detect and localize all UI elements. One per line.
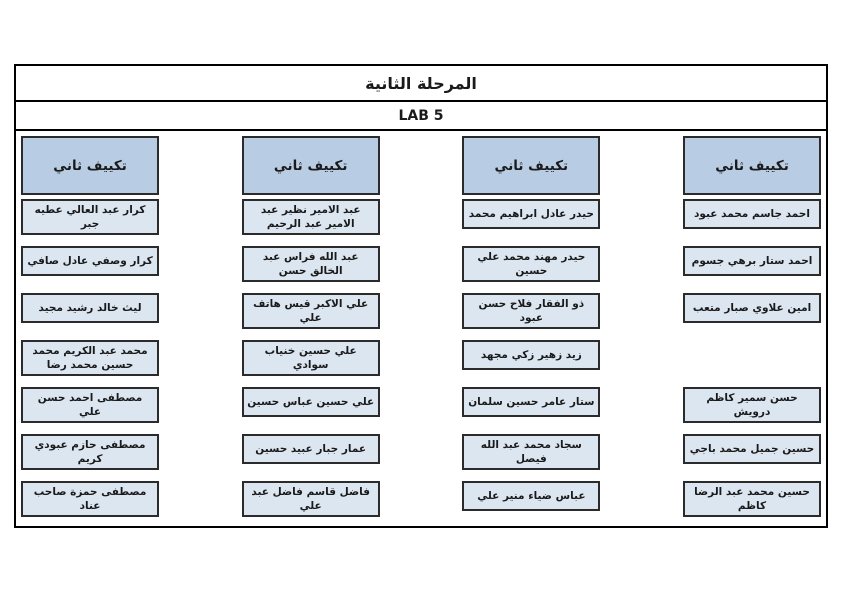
student-name-box: عبد الله فراس عبد الخالق حسن bbox=[241, 246, 380, 283]
student-slot: حسن سمير كاظم درويش bbox=[683, 387, 821, 434]
student-slot: امين علاوي صبار متعب bbox=[683, 293, 821, 340]
student-name-box: ستار عامر حسين سلمان bbox=[462, 387, 601, 417]
student-name-box: حيدر عادل ابراهيم محمد bbox=[462, 199, 601, 229]
student-slot: فاضل قاسم فاضل عبد علي bbox=[241, 481, 380, 528]
student-slot: مصطفى احمد حسن علي bbox=[21, 387, 160, 434]
group-header: تكييف ثاني bbox=[241, 136, 380, 195]
student-slot: كرار وصفي عادل صافي bbox=[21, 246, 160, 293]
student-slot: عباس ضياء منير علي bbox=[462, 481, 601, 528]
student-slot bbox=[683, 340, 821, 387]
student-name-box: فاضل قاسم فاضل عبد علي bbox=[241, 481, 380, 518]
student-slot: حيدر عادل ابراهيم محمد bbox=[462, 199, 601, 246]
student-name-box: حسين محمد عبد الرضا كاظم bbox=[683, 481, 821, 518]
student-name-box: كرار وصفي عادل صافي bbox=[21, 246, 160, 276]
student-slot: علي حسين خنياب سوادي bbox=[241, 340, 380, 387]
student-name-box: سجاد محمد عبد الله فيصل bbox=[462, 434, 601, 471]
student-slot: كرار عبد العالي عطيه جبر bbox=[21, 199, 160, 246]
student-name-box: حيدر مهند محمد علي حسين bbox=[462, 246, 601, 283]
student-slot: احمد جاسم محمد عبود bbox=[683, 199, 821, 246]
group-column-4: تكييف ثاني كرار عبد العالي عطيه جبر كرار و… bbox=[21, 136, 160, 528]
student-slot: حيدر مهند محمد علي حسين bbox=[462, 246, 601, 293]
student-slot: احمد ستار برهي جسوم bbox=[683, 246, 821, 293]
student-slot: عبد الله فراس عبد الخالق حسن bbox=[241, 246, 380, 293]
student-name-box: علي حسين عباس حسين bbox=[241, 387, 380, 417]
student-slot: ستار عامر حسين سلمان bbox=[462, 387, 601, 434]
schedule-table: المرحلة الثانية LAB 5 تكييف ثاني احمد جاس… bbox=[14, 64, 828, 528]
student-name-box: عبد الامير نظير عبد الامير عبد الرحيم bbox=[241, 199, 380, 236]
student-slot: حسين محمد عبد الرضا كاظم bbox=[683, 481, 821, 528]
group-column-3: تكييف ثاني عبد الامير نظير عبد الامير عبد… bbox=[241, 136, 380, 528]
page-title: المرحلة الثانية bbox=[16, 66, 826, 102]
group-header: تكييف ثاني bbox=[21, 136, 160, 195]
student-name-box: عمار جبار عبيد حسين bbox=[241, 434, 380, 464]
student-slot: علي الاكبر قيس هاتف علي bbox=[241, 293, 380, 340]
student-name-box: كرار عبد العالي عطيه جبر bbox=[21, 199, 160, 236]
student-name-box: امين علاوي صبار متعب bbox=[683, 293, 821, 323]
group-column-1: تكييف ثاني احمد جاسم محمد عبود احمد ستار ب… bbox=[683, 136, 821, 528]
student-name-box: مصطفى حمزة صاحب عناد bbox=[21, 481, 160, 518]
student-name-box: احمد جاسم محمد عبود bbox=[683, 199, 821, 229]
student-slot: مصطفى حمزة صاحب عناد bbox=[21, 481, 160, 528]
student-name-box: مصطفى حازم عبودي كريم bbox=[21, 434, 160, 471]
lab-title: LAB 5 bbox=[16, 102, 826, 131]
student-name-box: حسن سمير كاظم درويش bbox=[683, 387, 821, 424]
groups: تكييف ثاني احمد جاسم محمد عبود احمد ستار ب… bbox=[16, 131, 826, 528]
student-slot: علي حسين عباس حسين bbox=[241, 387, 380, 434]
group-header: تكييف ثاني bbox=[462, 136, 601, 195]
student-name-box: احمد ستار برهي جسوم bbox=[683, 246, 821, 276]
student-name-box: علي حسين خنياب سوادي bbox=[241, 340, 380, 377]
student-slot: مصطفى حازم عبودي كريم bbox=[21, 434, 160, 481]
student-name-box: ذو الفقار فلاح حسن عبود bbox=[462, 293, 601, 330]
student-name-box: محمد عبد الكريم محمد حسين محمد رضا bbox=[21, 340, 160, 377]
student-name-box: حسين جميل محمد باجي bbox=[683, 434, 821, 464]
student-slot: حسين جميل محمد باجي bbox=[683, 434, 821, 481]
student-slot: عمار جبار عبيد حسين bbox=[241, 434, 380, 481]
group-column-2: تكييف ثاني حيدر عادل ابراهيم محمد حيدر مهن… bbox=[462, 136, 601, 528]
student-slot: ليث خالد رشيد مجيد bbox=[21, 293, 160, 340]
student-slot: محمد عبد الكريم محمد حسين محمد رضا bbox=[21, 340, 160, 387]
student-slot: سجاد محمد عبد الله فيصل bbox=[462, 434, 601, 481]
student-name-box: عباس ضياء منير علي bbox=[462, 481, 601, 511]
student-name-box: مصطفى احمد حسن علي bbox=[21, 387, 160, 424]
student-name-box: علي الاكبر قيس هاتف علي bbox=[241, 293, 380, 330]
student-name-box: زيد زهير زكي مجهد bbox=[462, 340, 601, 370]
group-header: تكييف ثاني bbox=[683, 136, 821, 195]
student-slot: ذو الفقار فلاح حسن عبود bbox=[462, 293, 601, 340]
student-name-box: ليث خالد رشيد مجيد bbox=[21, 293, 160, 323]
student-slot: عبد الامير نظير عبد الامير عبد الرحيم bbox=[241, 199, 380, 246]
student-slot: زيد زهير زكي مجهد bbox=[462, 340, 601, 387]
